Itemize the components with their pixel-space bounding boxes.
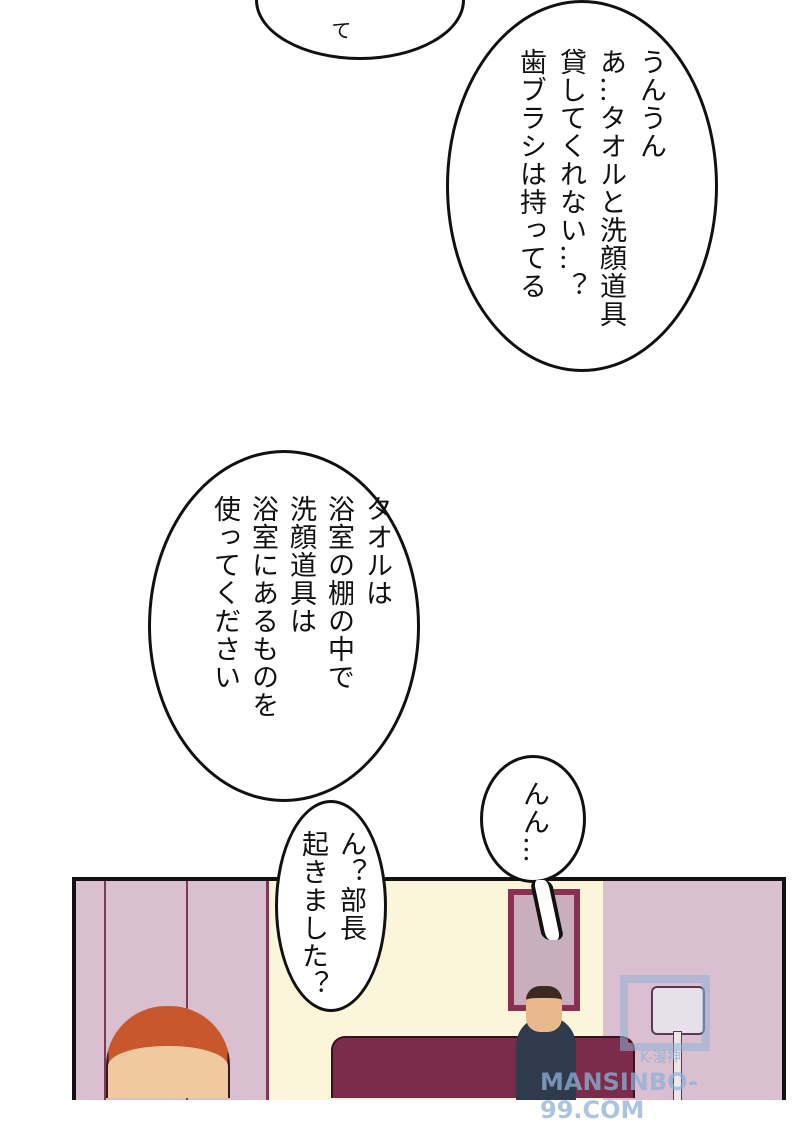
bubble-question-text: ん？部長 起きました？ [290, 830, 370, 1000]
watermark-url: MANSINBO-99.COM [540, 1068, 698, 1124]
speech-bubble-groan [480, 755, 586, 883]
speech-bubble-partial [255, 0, 465, 60]
line: 歯ブラシは持ってる [515, 48, 546, 300]
bubble-groan-text: んん… [518, 780, 549, 864]
watermark-logo [620, 975, 710, 1051]
character-right-head [526, 986, 562, 1032]
line: 使ってください [209, 495, 240, 691]
line: タオルは [361, 495, 392, 607]
door-panel [104, 881, 188, 1100]
speech-bubble-large [446, 0, 718, 372]
bubble-middle-text: タオルは 浴室の棚の中で 洗顔道具は 浴室にあるものを 使ってください [196, 495, 396, 775]
bubble-partial-text: て [328, 20, 352, 41]
watermark-text: K-漫神 [640, 1050, 681, 1066]
line: うんうん [635, 48, 666, 160]
speech-bubble-question [275, 800, 387, 1012]
line: 貸してくれない…？ [555, 48, 586, 300]
bubble-large-text: うんうん あ…タオルと洗顔道具 貸してくれない…？ 歯ブラシは持ってる [500, 48, 670, 348]
line: 起きました？ [297, 830, 328, 998]
line: 浴室の棚の中で [323, 495, 354, 691]
sofa [331, 1036, 635, 1098]
line: ん？部長 [335, 830, 366, 942]
line: 洗顔道具は [285, 495, 316, 635]
floor-lamp-pole [673, 1031, 682, 1100]
line: 浴室にあるものを [247, 495, 278, 719]
line: あ…タオルと洗顔道具 [595, 48, 626, 328]
speech-bubble-middle [148, 450, 420, 802]
